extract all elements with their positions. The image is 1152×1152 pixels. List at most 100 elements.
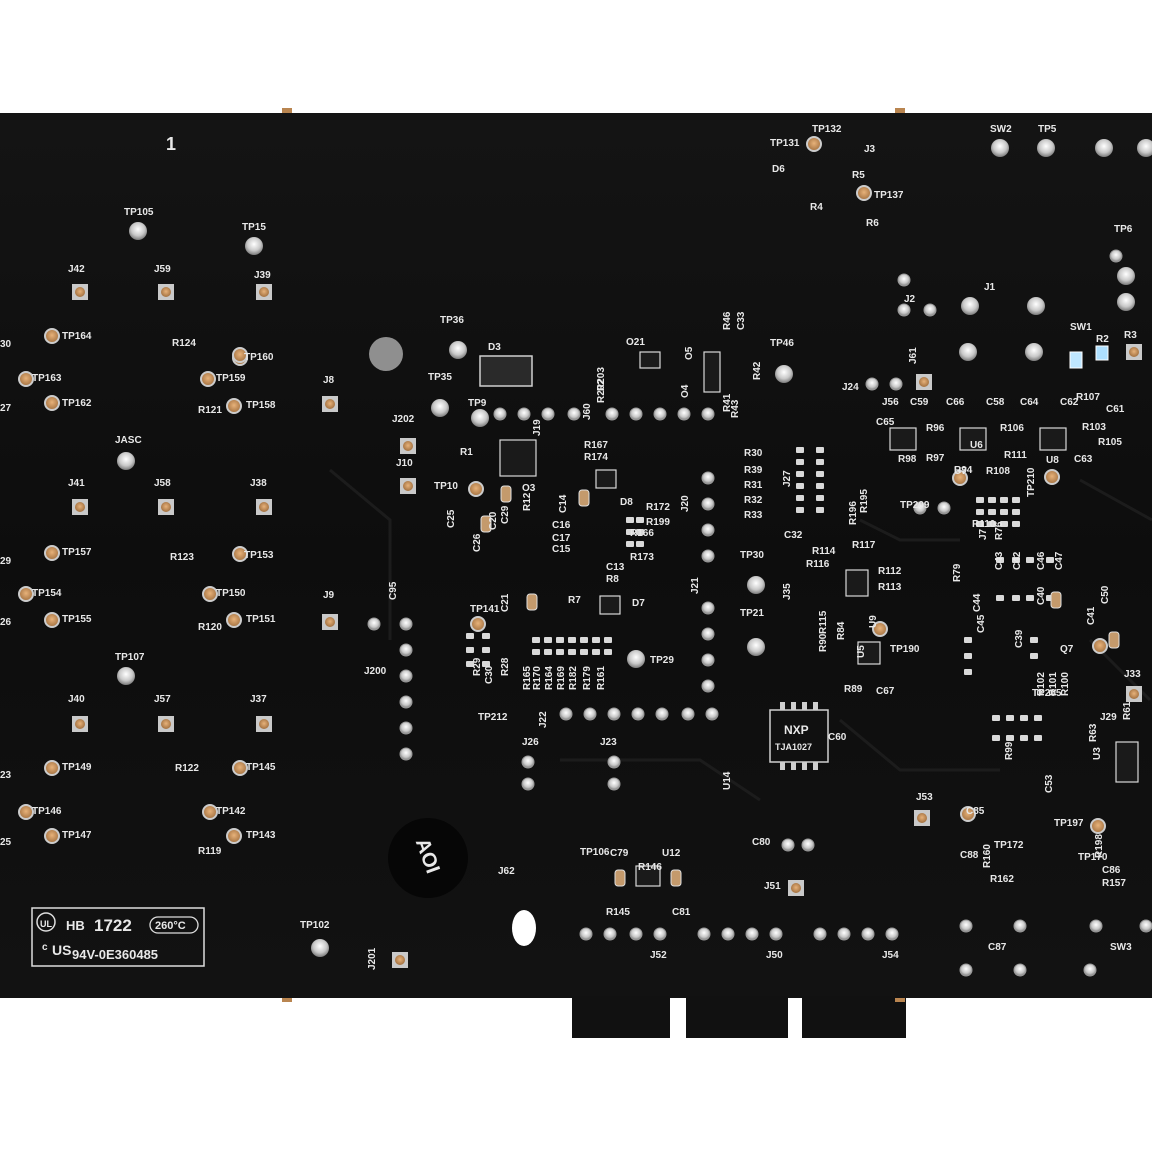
silk-label: R42 — [752, 361, 763, 380]
pin-hole — [399, 643, 413, 657]
silk-label: TP146 — [32, 806, 62, 817]
silk-label: C79 — [610, 848, 629, 859]
silk-label: R30 — [744, 448, 763, 459]
silk-label: J57 — [154, 694, 171, 705]
silk-label: TP157 — [62, 547, 92, 558]
silk-label: J8 — [323, 375, 335, 386]
silk-label: R101 — [1048, 672, 1059, 696]
silk-label: C44 — [972, 593, 983, 612]
plated-pad — [245, 237, 263, 255]
silk-label: C45 — [976, 614, 987, 633]
ic-chip — [639, 351, 661, 369]
silk-label: C42 — [1012, 551, 1023, 570]
silk-label: C86 — [1102, 865, 1121, 876]
test-point — [952, 470, 968, 486]
silk-label: R84 — [836, 621, 847, 640]
pin-hole — [897, 273, 911, 287]
capacitor — [1108, 631, 1120, 649]
silk-label: R122 — [175, 763, 199, 774]
via — [1129, 689, 1139, 699]
silk-label: TP150 — [216, 588, 246, 599]
smd-part — [568, 649, 576, 655]
pin-hole — [367, 617, 381, 631]
smd-part — [1000, 521, 1008, 527]
pin-hole — [399, 617, 413, 631]
silk-label: J38 — [250, 478, 267, 489]
smd-part — [816, 447, 824, 453]
silk-label: R116 — [806, 559, 830, 570]
silk-label: R174 — [584, 452, 608, 463]
silk-label: O3 — [522, 483, 536, 494]
ic-chip — [1039, 427, 1067, 451]
test-point — [232, 546, 248, 562]
silk-label: TP132 — [812, 124, 842, 135]
via — [791, 883, 801, 893]
silk-label: J52 — [650, 950, 667, 961]
silk-label: J20 — [680, 495, 691, 512]
via — [259, 719, 269, 729]
pin-hole — [653, 407, 667, 421]
silk-label: 25 — [0, 837, 12, 848]
pin-hole — [897, 303, 911, 317]
test-point — [232, 760, 248, 776]
silk-label: TP209 — [900, 500, 930, 511]
smd-part — [1012, 497, 1020, 503]
smd-part — [556, 649, 564, 655]
smd-part — [1030, 637, 1038, 643]
silk-label: R46 — [722, 311, 733, 330]
ul-temp: 260°C — [155, 920, 186, 932]
ic-chip — [499, 439, 537, 477]
silk-label: J58 — [154, 478, 171, 489]
silk-label: J3 — [864, 144, 876, 155]
smd-part — [988, 509, 996, 515]
silk-label: R124 — [172, 338, 196, 349]
silk-label: TP10 — [434, 481, 458, 492]
silk-label: J1 — [984, 282, 996, 293]
silk-label: J200 — [364, 666, 387, 677]
silk-label: TP205 — [1032, 688, 1062, 699]
silk-label: C59 — [910, 397, 929, 408]
silk-label: TP159 — [216, 373, 246, 384]
pin-hole — [629, 407, 643, 421]
pin-hole — [631, 707, 645, 721]
silk-label: R203 — [596, 367, 607, 391]
silk-label: R4 — [810, 202, 823, 213]
smd-part — [976, 497, 984, 503]
plated-pad — [129, 222, 147, 240]
smd-part — [996, 557, 1004, 563]
via — [161, 719, 171, 729]
via — [917, 813, 927, 823]
silk-label: TP149 — [62, 762, 92, 773]
smd-part — [988, 521, 996, 527]
silk-label: C33 — [736, 311, 747, 330]
smd-part — [1046, 557, 1054, 563]
pin1-marker: 1 — [166, 134, 176, 154]
silk-label: TP15 — [242, 222, 266, 233]
silk-label: R94 — [954, 465, 973, 476]
silk-label: C15 — [552, 544, 571, 555]
silk-label: R195 — [859, 489, 870, 513]
silk-label: C17 — [552, 533, 571, 544]
silk-label: R89 — [844, 684, 863, 695]
silk-label: TP155 — [62, 614, 92, 625]
smd-part — [544, 637, 552, 643]
silk-label: R165 — [522, 666, 533, 690]
components-layer — [466, 345, 1139, 887]
silk-label: J23 — [600, 737, 617, 748]
via — [919, 377, 929, 387]
silk-label: J50 — [766, 950, 783, 961]
pin-hole — [1083, 963, 1097, 977]
silk-label: R120 — [198, 622, 222, 633]
silk-label: TP172 — [994, 840, 1024, 851]
silk-label: C32 — [784, 530, 803, 541]
ic-chip — [1115, 741, 1139, 783]
pin-hole — [861, 927, 875, 941]
silk-label: TP163 — [32, 373, 62, 384]
capacitor — [526, 593, 538, 611]
silk-label: R29 — [472, 657, 483, 676]
silk-label: TP142 — [216, 806, 246, 817]
silk-label: JASC — [115, 435, 142, 446]
pin-hole — [1013, 963, 1027, 977]
silk-label: C20 — [488, 511, 499, 530]
silk-label: J51 — [764, 881, 781, 892]
